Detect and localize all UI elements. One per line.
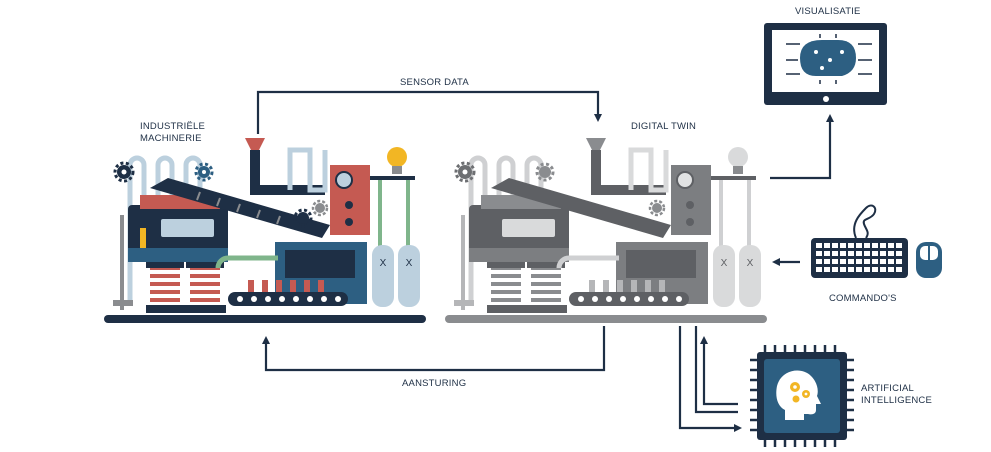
industrial-machine: X X (104, 138, 426, 323)
gear-icon (648, 199, 666, 217)
tank-label: X (747, 258, 754, 269)
sensor-data-arrow (256, 90, 602, 134)
tank-label: X (406, 258, 413, 269)
commands-label: COMMANDO'S (829, 293, 897, 304)
ai-output-arrow (678, 326, 742, 432)
visualisation-label: VISUALISATIE (795, 6, 861, 17)
control-label: AANSTURING (402, 378, 467, 389)
gear-icon (535, 162, 555, 182)
ai-label-line2: INTELLIGENCE (861, 395, 933, 406)
ai-label-line1: ARTIFICIAL (861, 383, 915, 394)
gear-icon (113, 161, 135, 183)
gear-icon (194, 162, 214, 182)
light-bulb-icon (728, 147, 748, 174)
digital-twin-machine: X X (445, 138, 767, 323)
physical-machine-label-line2: MACHINERIE (140, 133, 202, 144)
tank-label: X (721, 258, 728, 269)
ai-input-arrow (700, 336, 738, 406)
digital-twin-label: DIGITAL TWIN (631, 121, 697, 132)
sensor-data-label: SENSOR DATA (400, 77, 469, 88)
light-bulb-icon (387, 147, 407, 174)
physical-machine-label: INDUSTRIËLE MACHINERIE (140, 121, 205, 145)
tank-label: X (380, 258, 387, 269)
flow-arrows (256, 90, 834, 432)
physical-machine-label-line1: INDUSTRIËLE (140, 121, 206, 132)
control-arrow (262, 326, 606, 372)
mouse-icon (916, 242, 942, 278)
keyboard-icon (811, 204, 908, 278)
ai-label: ARTIFICIAL INTELLIGENCE (861, 383, 932, 407)
monitor-icon (764, 23, 887, 105)
gear-icon (293, 208, 313, 228)
gear-icon (311, 199, 329, 217)
ai-chip-icon (750, 345, 854, 447)
gear-icon (454, 161, 476, 183)
visualisation-arrow (770, 114, 834, 180)
